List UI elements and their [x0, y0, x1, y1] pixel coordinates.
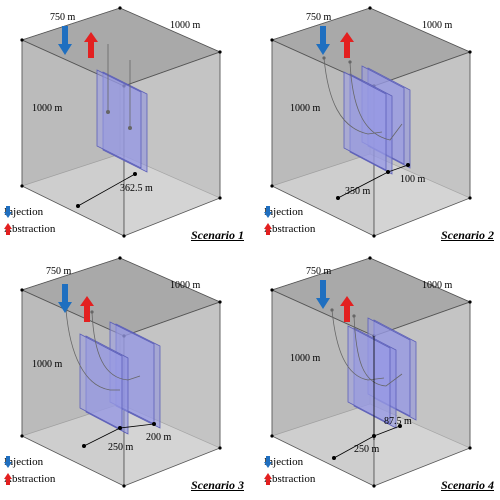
width-label: 750 m	[306, 266, 332, 277]
injection-well	[65, 309, 120, 391]
depth-label: 1000 m	[422, 20, 453, 31]
abstraction-well	[353, 315, 403, 387]
scenario-3-panel: 750 m 1000 m 1000 m 250 m 200 m Injectio…	[0, 250, 250, 500]
abstraction-arrow	[84, 32, 98, 58]
scenario-2-drawing	[270, 6, 472, 238]
legend-injection: Injection	[4, 456, 43, 469]
height-label: 1000 m	[290, 103, 321, 114]
injection-legend-icon	[4, 456, 12, 468]
scenario-1-panel: 750 m 1000 m 1000 m 362.5 m Injection Ab…	[0, 0, 250, 250]
injection-legend-icon	[264, 456, 272, 468]
gap-label: 87.5 m	[384, 416, 412, 427]
spacing-label: 350 m	[345, 186, 371, 197]
abstraction-legend-label: Abstraction	[4, 223, 56, 235]
legend-abstraction: Abstraction	[4, 223, 55, 236]
legend-abstraction: Abstraction	[264, 473, 315, 486]
injection-legend-label: Injection	[264, 456, 304, 468]
injection-arrow	[316, 26, 330, 55]
abstraction-well-head	[348, 60, 352, 64]
injection-well	[106, 44, 111, 115]
abstraction-legend-label: Abstraction	[264, 223, 316, 235]
abstraction-legend-icon	[4, 473, 12, 485]
scenario-title: Scenario 4	[440, 478, 494, 492]
legend-abstraction: Abstraction	[4, 473, 55, 486]
spacing-dimension-line	[336, 162, 410, 200]
spacing-label: 250 m	[354, 444, 380, 455]
fracture-plane-front	[79, 333, 129, 435]
abstraction-arrow	[340, 296, 354, 322]
abstraction-well	[349, 61, 403, 141]
scenario-title: Scenario 3	[190, 478, 244, 492]
depth-label: 1000 m	[422, 280, 453, 291]
spacing-label: 362.5 m	[120, 183, 153, 194]
injection-well	[323, 57, 383, 135]
spacing-dimension-line	[82, 421, 156, 448]
scenario-title: Scenario 1	[190, 228, 244, 242]
abstraction-well	[127, 60, 132, 131]
fracture-plane-front	[347, 325, 397, 429]
injection-well	[331, 309, 385, 381]
abstraction-legend-icon	[264, 473, 272, 485]
abstraction-legend-icon	[4, 223, 12, 235]
legend-abstraction: Abstraction	[264, 223, 315, 236]
legend-injection: Injection	[264, 456, 303, 469]
gap-label: 100 m	[400, 174, 426, 185]
injection-legend-icon	[4, 206, 12, 218]
height-label: 1000 m	[32, 103, 63, 114]
scenario-1-drawing	[20, 6, 222, 238]
injection-legend-label: Injection	[4, 206, 44, 218]
spacing-dimension-line	[76, 171, 137, 208]
injection-legend-label: Injection	[264, 206, 304, 218]
injection-arrow	[58, 284, 72, 313]
injection-well-head	[322, 56, 326, 60]
abstraction-well-head	[352, 314, 356, 318]
injection-legend-label: Injection	[4, 456, 44, 468]
legend-injection: Injection	[4, 206, 43, 219]
abstraction-arrow	[80, 296, 94, 322]
abstraction-legend-icon	[264, 223, 272, 235]
height-label: 1000 m	[290, 353, 321, 364]
scenario-4-panel: 750 m 1000 m 1000 m 250 m 87.5 m Injecti…	[250, 250, 500, 500]
scenario-4-drawing	[270, 256, 472, 488]
legend-injection: Injection	[264, 206, 303, 219]
injection-arrow	[316, 280, 330, 309]
scenario-3-drawing	[20, 256, 222, 488]
abstraction-legend-label: Abstraction	[264, 473, 316, 485]
scenario-title: Scenario 2	[440, 228, 494, 242]
scenario-2-panel: 750 m 1000 m 1000 m 350 m 100 m Injectio…	[250, 0, 500, 250]
depth-label: 1000 m	[170, 280, 201, 291]
height-label: 1000 m	[32, 359, 63, 370]
abstraction-legend-label: Abstraction	[4, 473, 56, 485]
spacing-label: 250 m	[108, 442, 134, 453]
abstraction-well	[91, 311, 141, 381]
abstraction-well-head	[90, 310, 94, 314]
width-label: 750 m	[306, 12, 332, 23]
injection-legend-icon	[264, 206, 272, 218]
corner-markers	[20, 256, 222, 488]
depth-label: 1000 m	[170, 20, 201, 31]
injection-well-head	[330, 308, 334, 312]
width-label: 750 m	[46, 266, 72, 277]
spacing-dimension-line	[332, 336, 402, 460]
injection-arrow	[58, 26, 72, 55]
gap-label: 200 m	[146, 432, 172, 443]
abstraction-arrow	[340, 32, 354, 58]
width-label: 750 m	[50, 12, 76, 23]
